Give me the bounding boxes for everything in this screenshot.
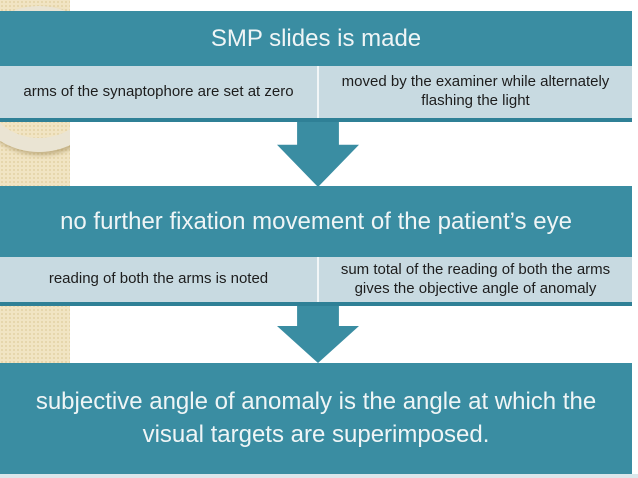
bottom-edge-strip bbox=[0, 474, 638, 478]
flow-box-title: subjective angle of anomaly is the angle… bbox=[0, 363, 632, 474]
down-arrow-icon bbox=[277, 306, 359, 363]
flow-box-subjective-angle: subjective angle of anomaly is the angle… bbox=[0, 363, 632, 474]
flow-box-cells: arms of the synaptophore are set at zero… bbox=[0, 66, 632, 118]
flow-box-title: SMP slides is made bbox=[0, 11, 632, 66]
flow-box-title: no further fixation movement of the pati… bbox=[0, 186, 632, 257]
down-arrow-icon bbox=[277, 122, 359, 187]
flow-cell: reading of both the arms is noted bbox=[0, 257, 317, 302]
flow-cell: sum total of the reading of both the arm… bbox=[319, 257, 632, 302]
flow-cell: arms of the synaptophore are set at zero bbox=[0, 66, 317, 118]
flow-box-smp-slides: SMP slides is made arms of the synaptoph… bbox=[0, 11, 632, 122]
flow-cell: moved by the examiner while alternately … bbox=[319, 66, 632, 118]
flow-box-cells: reading of both the arms is noted sum to… bbox=[0, 257, 632, 302]
flow-box-no-fixation-movement: no further fixation movement of the pati… bbox=[0, 186, 632, 306]
